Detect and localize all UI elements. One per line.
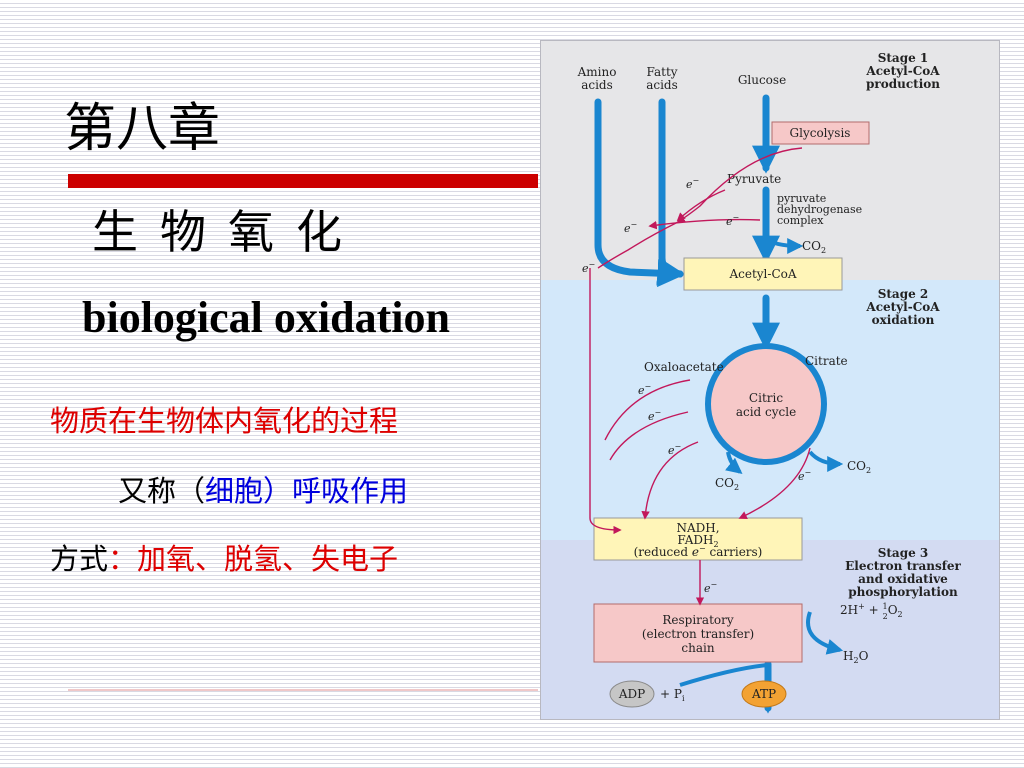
- pdh-label-2: dehydrogenase: [777, 203, 862, 216]
- pdh-label-1: pyruvate: [777, 192, 826, 205]
- reduced-carriers-label: (reduced e− carriers): [634, 544, 763, 559]
- co2-label-3: CO2: [847, 459, 871, 475]
- nadh-label: NADH,: [676, 521, 719, 535]
- fadh2-label: FADH2: [677, 533, 718, 549]
- co2-release-arrow-2: [725, 451, 743, 474]
- electron-path-top: [597, 221, 679, 269]
- methods-line: 方式：加氧、脱氢、失电子: [50, 536, 398, 578]
- electron-arrow-cycle-4: [738, 447, 811, 519]
- title-underline-bar: [68, 174, 538, 188]
- electron-arrow-cycle-2: [609, 411, 689, 461]
- electron-arrow-pdh: [648, 218, 761, 230]
- water-formation-arrow: [806, 611, 844, 655]
- stage2-label-3: oxidation: [872, 313, 935, 327]
- adp-pill: [609, 680, 655, 708]
- figure-border: [540, 40, 1000, 720]
- cycle-label-1: Citric: [749, 391, 783, 405]
- subtitle-chinese: 生物氧化: [92, 205, 364, 259]
- acetylcoa-label: Acetyl-CoA: [728, 267, 796, 281]
- stage3-label-2: Electron transfer: [845, 559, 961, 573]
- electron-label-5: e−: [638, 382, 651, 397]
- cycle-label-2: acid cycle: [736, 405, 796, 419]
- methods-colon: ：: [108, 542, 138, 576]
- pyruvate-label: Pyruvate: [727, 172, 781, 186]
- fatty-acids-flow-arrow: [656, 98, 686, 286]
- electron-label-1: e−: [686, 176, 699, 191]
- amino-acids-label-1: Amino: [577, 65, 617, 79]
- co2-release-arrow-3: [808, 450, 844, 472]
- methods-value: 加氧、脱氢、失电子: [137, 542, 399, 576]
- stage3-label-4: phosphorylation: [848, 585, 958, 599]
- stage1-label-3: production: [866, 77, 940, 91]
- water-label: H2O: [843, 649, 869, 665]
- glucose-label: Glucose: [738, 73, 786, 87]
- definition-text: 物质在生物体内氧化的过程: [50, 404, 399, 438]
- electron-label-8: e−: [798, 468, 811, 483]
- electron-arrow-cycle-3: [641, 441, 699, 520]
- electron-arrow-to-nadh: [589, 517, 622, 535]
- electron-label-6: e−: [648, 408, 661, 423]
- atp-label: ATP: [751, 687, 776, 701]
- stage3-label-3: and oxidative: [858, 572, 948, 586]
- nadh-fadh2-box: [593, 517, 803, 561]
- electron-label-7: e−: [668, 442, 681, 457]
- adp-to-atp-curve: [679, 663, 769, 687]
- co2-label-2: CO2: [715, 476, 739, 492]
- electron-label-4: e−: [582, 260, 595, 275]
- oxaloacetate-label: Oxaloacetate: [644, 360, 724, 374]
- glycolysis-label: Glycolysis: [790, 126, 851, 140]
- alias-line: 又称（细胞）呼吸作用: [118, 468, 408, 510]
- stage3-label-1: Stage 3: [878, 546, 929, 560]
- citrate-label: Citrate: [805, 354, 848, 368]
- metabolism-figure: Stage 1 Acetyl-CoA production Stage 2 Ac…: [540, 40, 1000, 720]
- stage1-label-1: Stage 1: [878, 51, 929, 65]
- bottom-divider: [68, 689, 538, 691]
- resp-chain-label-3: chain: [681, 641, 714, 655]
- electron-label-2: e−: [624, 220, 637, 235]
- acetylcoa-box: [683, 257, 843, 291]
- resp-chain-label-1: Respiratory: [662, 613, 733, 627]
- methods-label: 方式: [50, 542, 109, 576]
- co2-label-1: CO2: [802, 239, 826, 255]
- fatty-acids-label-1: Fatty: [646, 65, 677, 79]
- amino-acids-label-2: acids: [581, 78, 613, 92]
- metabolism-diagram: Stage 1 Acetyl-CoA production Stage 2 Ac…: [540, 40, 1000, 720]
- resp-chain-label-2: (electron transfer): [642, 627, 754, 641]
- stage1-label-2: Acetyl-CoA: [865, 64, 940, 78]
- chapter-title: 第八章: [64, 99, 221, 159]
- co2-release-arrow-1: [764, 234, 804, 254]
- citric-acid-cycle-ring: [705, 343, 827, 465]
- alias-prefix: 又称（: [118, 474, 206, 508]
- glycolysis-box: [771, 121, 870, 145]
- respiratory-chain-box: [593, 603, 803, 663]
- adp-label: ADP: [618, 687, 645, 701]
- pdh-label-3: complex: [777, 214, 824, 227]
- phosphate-label: + Pi: [660, 687, 685, 703]
- atp-pill: [741, 680, 787, 708]
- stage2-label-2: Acetyl-CoA: [865, 300, 940, 314]
- stage2-label-1: Stage 2: [878, 287, 929, 301]
- electron-label-3: e−: [726, 213, 739, 228]
- electron-arrow-pyruvate: [676, 189, 726, 222]
- electron-label-9: e−: [704, 580, 717, 595]
- fatty-acids-label-2: acids: [646, 78, 678, 92]
- electron-arrow-cycle-1: [604, 379, 691, 441]
- alias-term: 细胞）呼吸作用: [205, 474, 409, 508]
- subtitle-english: biological oxidation: [82, 293, 450, 342]
